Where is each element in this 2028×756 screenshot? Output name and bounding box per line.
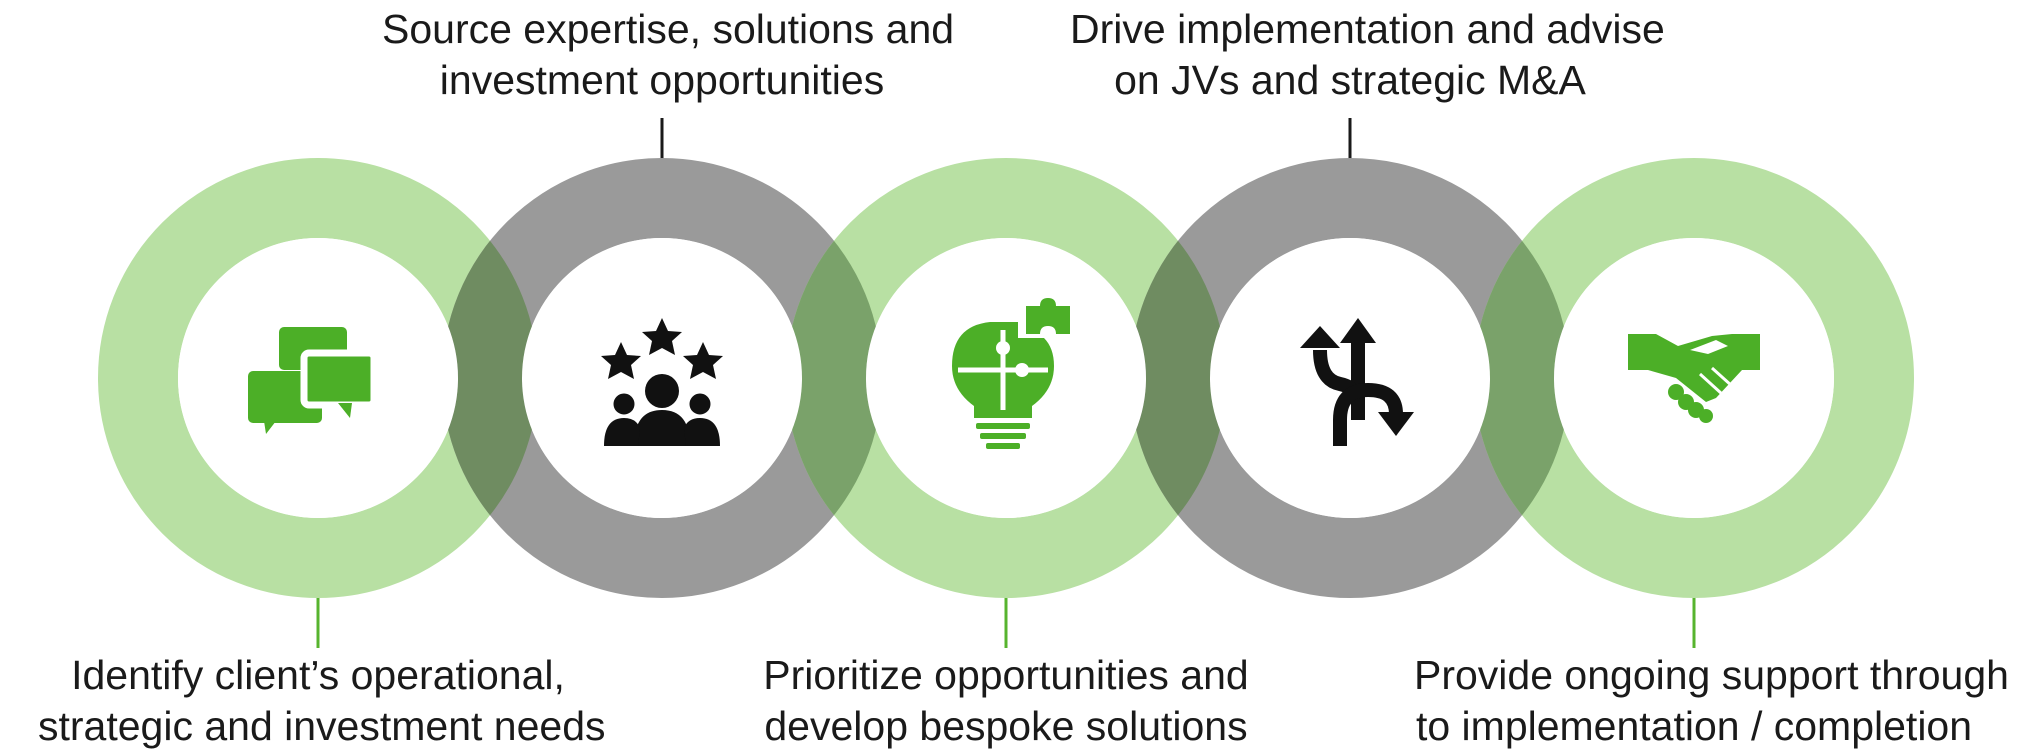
label-source: Source expertise, solutions and investme…: [382, 4, 955, 106]
label-line: Provide ongoing support through: [1414, 652, 2009, 698]
label-line: develop bespoke solutions: [764, 703, 1248, 749]
overlap-lens: [1130, 158, 1226, 598]
overlap-lens: [1474, 158, 1570, 598]
team-stars-icon: [601, 318, 723, 446]
label-identify: Identify client’s operational, strategic…: [38, 650, 606, 752]
overlap-lens: [442, 158, 538, 598]
label-prioritize: Prioritize opportunities and develop bes…: [726, 650, 1286, 752]
label-line: Drive implementation and advise: [1070, 6, 1665, 52]
chat-bubbles-icon: [248, 327, 378, 434]
split-arrows-icon: [1300, 318, 1414, 446]
label-support: Provide ongoing support through to imple…: [1414, 650, 2009, 752]
label-line: investment opportunities: [439, 57, 885, 103]
overlap-lens: [786, 158, 882, 598]
inner-disc: [1210, 238, 1490, 518]
label-line: on JVs and strategic M&A: [1114, 57, 1586, 103]
label-drive: Drive implementation and advise on JVs a…: [1070, 4, 1665, 106]
label-line: strategic and investment needs: [38, 703, 606, 749]
label-line: Prioritize opportunities and: [763, 652, 1249, 698]
label-line: Identify client’s operational,: [71, 652, 565, 698]
handshake-icon: [1628, 334, 1760, 423]
lightbulb-puzzle-icon: [952, 298, 1070, 449]
label-line: Source expertise, solutions and: [382, 6, 955, 52]
label-line: to implementation / completion: [1415, 703, 1973, 749]
